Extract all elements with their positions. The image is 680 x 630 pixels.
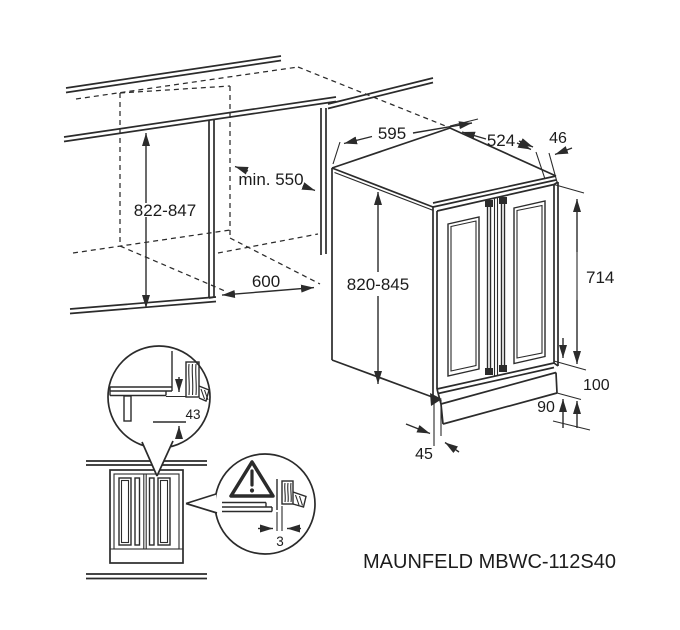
wood-section <box>185 361 210 402</box>
right-door-panel <box>513 200 546 365</box>
hidden-edges <box>72 66 449 292</box>
front-left-handle <box>134 477 141 546</box>
front-view <box>86 460 207 580</box>
dim-niche-depth: min. 550 <box>238 170 303 189</box>
dim-plinth-recess: 45 <box>415 446 433 463</box>
dim-niche-width: 600 <box>252 272 280 291</box>
plinth-base <box>430 371 558 446</box>
wood-section-2 <box>281 480 307 508</box>
dim-door-front-height: 714 <box>586 268 614 287</box>
warning-triangle-icon <box>229 460 275 498</box>
dim-detail-top-clearance: 43 <box>186 407 201 422</box>
dim-detail-side-clearance: 3 <box>276 534 284 549</box>
detail-circle-side-clearance: 3 <box>185 453 316 555</box>
wine-cooler-unit <box>331 118 591 446</box>
dim-unit-width: 595 <box>378 124 406 143</box>
left-door-panel <box>447 216 480 377</box>
detail-circle-top-clearance: 43 <box>107 345 211 477</box>
door-handles <box>485 197 507 375</box>
dim-unit-depth: 524 <box>487 131 515 150</box>
dim-niche-height: 822-847 <box>134 201 196 220</box>
model-label: MAUNFELD MBWC-112S40 <box>363 551 616 573</box>
dim-base-height-max: 100 <box>583 377 610 394</box>
niche-dimensions: 822-847 min. 550 600 <box>134 133 316 308</box>
dim-unit-height: 820-845 <box>347 275 409 294</box>
cooler-dimensions: 595 524 46 820-845 714 90 100 45 <box>343 121 614 463</box>
dim-base-height-min: 90 <box>537 399 555 416</box>
front-right-handle <box>148 477 155 546</box>
dim-door-thickness: 46 <box>549 130 567 147</box>
